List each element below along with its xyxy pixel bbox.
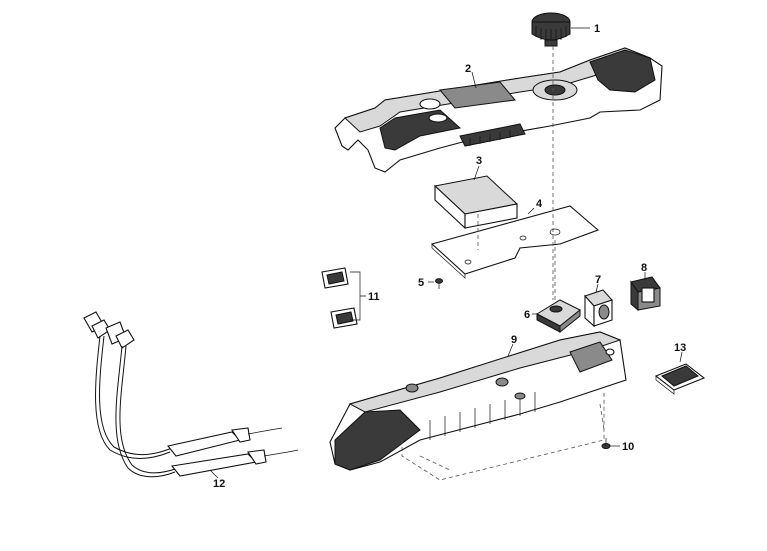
- callout-7: 7: [595, 274, 601, 286]
- callout-12: 12: [213, 478, 225, 490]
- part-11-labels: [321, 267, 358, 329]
- callout-1: 1: [594, 23, 600, 35]
- callout-numbers: 1 2 3 4 5 6 7 8 9 10 11 12 13: [213, 23, 686, 490]
- callout-3: 3: [476, 155, 482, 167]
- part-3-display-module: [433, 175, 519, 230]
- part-7-push-button: [584, 289, 613, 328]
- callout-11: 11: [368, 291, 380, 303]
- part-6-switch-base: [535, 299, 581, 334]
- part-10-screw: [601, 438, 611, 449]
- part-12-test-leads: [83, 311, 299, 478]
- part-13-rating-label: [654, 363, 706, 395]
- assembly-guide-lines: [401, 46, 605, 481]
- callout-2: 2: [465, 63, 471, 75]
- callout-4: 4: [536, 198, 543, 210]
- callout-6: 6: [524, 309, 530, 321]
- part-9-bottom-housing: [329, 331, 627, 471]
- callout-8: 8: [641, 262, 647, 274]
- callout-13: 13: [674, 342, 686, 354]
- part-8-button-cap: [630, 276, 661, 312]
- part-2-top-housing: [334, 47, 663, 173]
- callout-5: 5: [418, 277, 424, 289]
- callout-leaders: [209, 27, 683, 479]
- part-5-screw: [435, 278, 443, 289]
- part-1-rotary-knob: [531, 12, 571, 47]
- callout-10: 10: [622, 441, 634, 453]
- callout-9: 9: [511, 334, 517, 346]
- part-4-circuit-board: [430, 205, 600, 279]
